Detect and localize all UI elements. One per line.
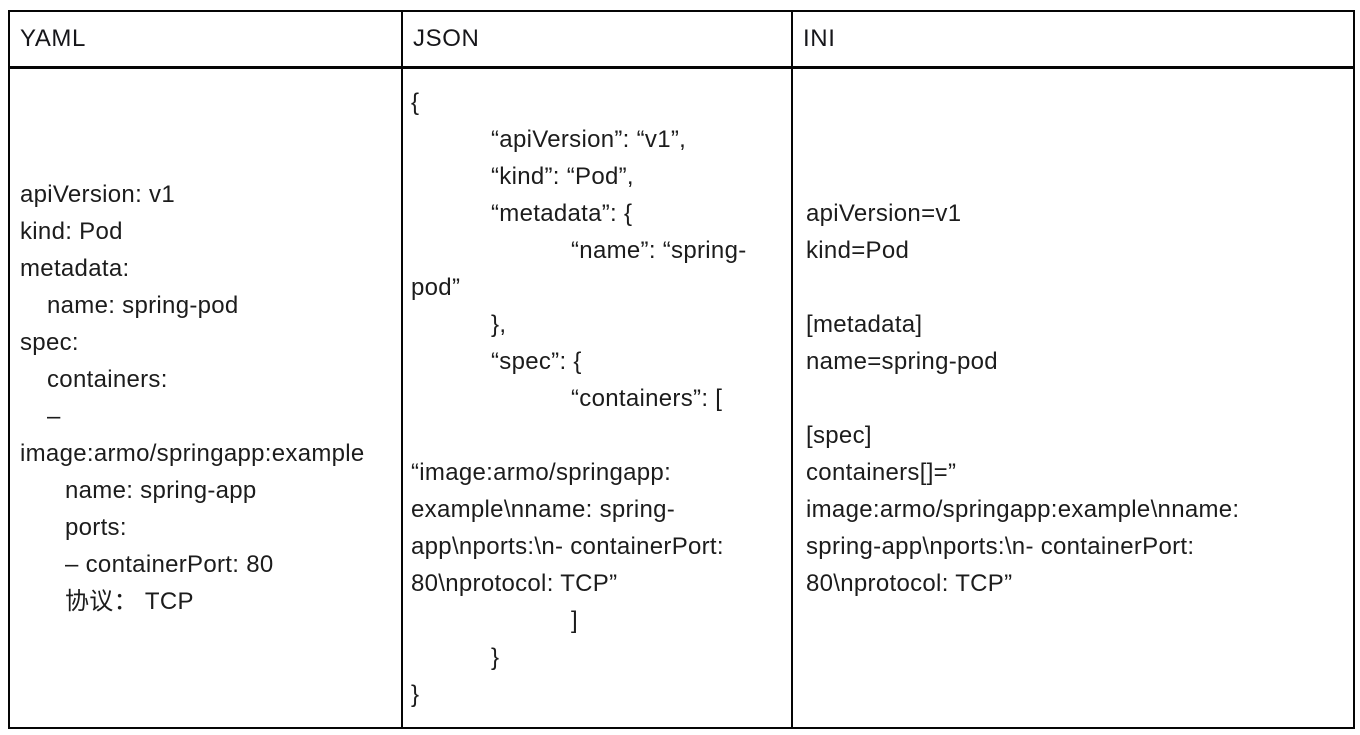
code-line: apiVersion: v1 bbox=[20, 181, 175, 208]
code-line: spec: bbox=[20, 329, 79, 356]
code-line: “spec”: { bbox=[491, 347, 582, 375]
code-line: kind: Pod bbox=[20, 218, 123, 245]
column-header-yaml: YAML bbox=[10, 12, 403, 69]
code-line: “name”: “spring- bbox=[571, 236, 747, 264]
column-header-json: JSON bbox=[403, 12, 793, 69]
code-line: ] bbox=[571, 606, 578, 634]
code-line: pod” bbox=[411, 273, 461, 301]
code-line: }, bbox=[491, 310, 507, 338]
code-line: spring-app\nports:\n- containerPort: bbox=[806, 532, 1195, 560]
code-line: “kind”: “Pod”, bbox=[491, 162, 634, 190]
code-line: image:armo/springapp:example\nname: bbox=[806, 495, 1240, 523]
code-line: { bbox=[411, 88, 420, 116]
code-line: 80\nprotocol: TCP” bbox=[411, 569, 618, 597]
code-line bbox=[806, 269, 1353, 306]
code-line: name=spring-pod bbox=[806, 347, 998, 375]
ini-code-cell: apiVersion=v1 kind=Pod [metadata] name=spr… bbox=[793, 69, 1353, 727]
code-line: – bbox=[47, 403, 61, 430]
code-line: name: spring-pod bbox=[47, 292, 239, 319]
code-line: name: spring-app bbox=[65, 477, 257, 504]
code-line: } bbox=[411, 680, 420, 708]
format-comparison-table: YAML JSON INI apiVersion: v1 kind: Pod met… bbox=[8, 10, 1355, 729]
code-line: 80\nprotocol: TCP” bbox=[806, 569, 1013, 597]
column-header-ini: INI bbox=[793, 12, 1353, 69]
code-line: metadata: bbox=[20, 255, 130, 282]
code-line: } bbox=[491, 643, 500, 671]
json-code-cell: { “apiVersion”: “v1”, “kind”: “Pod”, “metad… bbox=[403, 69, 793, 727]
yaml-code-cell: apiVersion: v1 kind: Pod metadata: name: sp… bbox=[10, 69, 403, 727]
code-line: app\nports:\n- containerPort: bbox=[411, 532, 724, 560]
code-line: “metadata”: { bbox=[491, 199, 633, 227]
code-line: kind=Pod bbox=[806, 236, 910, 264]
code-line: apiVersion=v1 bbox=[806, 199, 962, 227]
code-line: ports: bbox=[65, 514, 127, 541]
code-line: containers: bbox=[47, 366, 168, 393]
code-line: [metadata] bbox=[806, 310, 923, 338]
code-line bbox=[411, 417, 791, 454]
code-line bbox=[806, 380, 1353, 417]
code-line: “apiVersion”: “v1”, bbox=[491, 125, 687, 153]
code-line: “image:armo/springapp: bbox=[411, 458, 672, 486]
code-line: “containers”: [ bbox=[571, 384, 723, 412]
code-line: – containerPort: 80 bbox=[65, 551, 274, 578]
code-line: [spec] bbox=[806, 421, 872, 449]
code-line: 协议： TCP bbox=[65, 588, 194, 615]
code-line: example\nname: spring- bbox=[411, 495, 676, 523]
code-line: containers[]=” bbox=[806, 458, 957, 486]
code-line: image:armo/springapp:example bbox=[20, 440, 365, 467]
